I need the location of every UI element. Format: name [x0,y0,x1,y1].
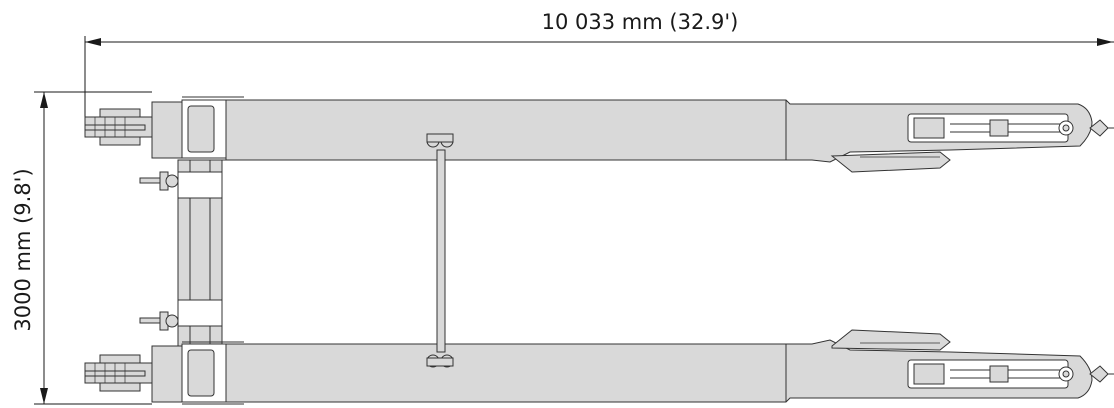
cross-beam [139,159,223,351]
fork-arm-bottom [84,329,1114,405]
fork-arm-top [84,96,1114,173]
length-dimension: 10 033 mm (32.9') [84,10,1114,118]
width-dimension-label: 3000 mm (9.8') [11,168,35,331]
spreader-bar [426,133,454,368]
width-dimension: 3000 mm (9.8') [11,91,152,405]
length-dimension-label: 10 033 mm (32.9') [542,10,739,34]
